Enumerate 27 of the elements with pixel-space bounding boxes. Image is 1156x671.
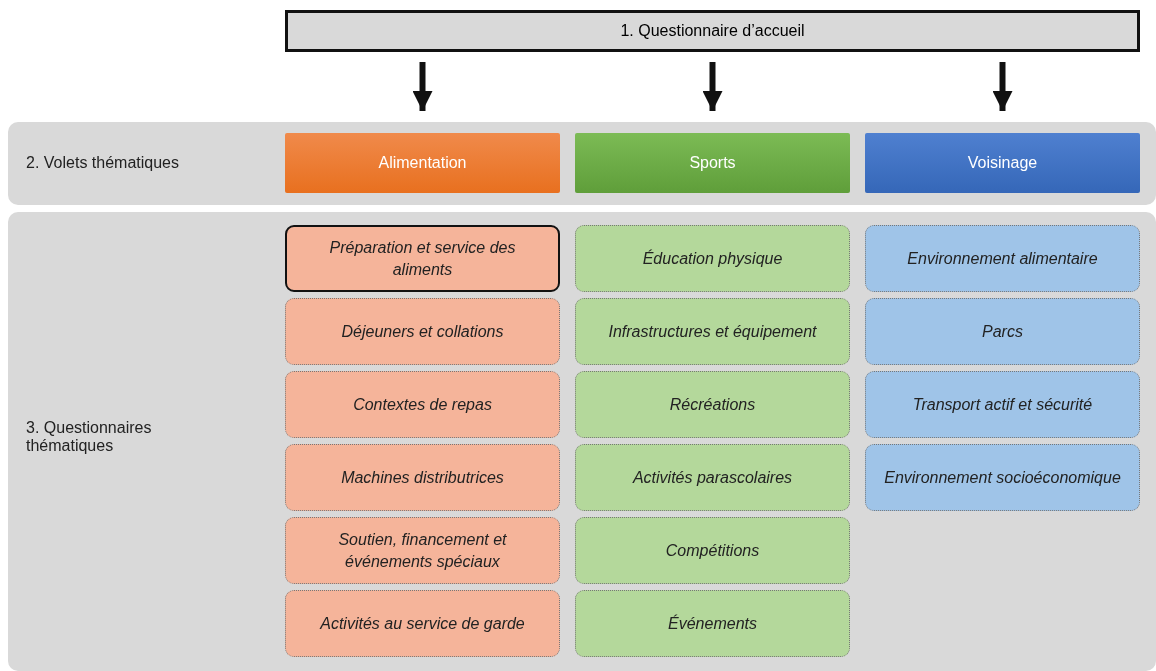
topic-box: Environnement alimentaire [865, 225, 1140, 292]
topic-box: Infrastructures et équipement [575, 298, 850, 365]
arrow [702, 62, 723, 111]
topic-box: Transport actif et sécurité [865, 371, 1140, 438]
section-band [8, 122, 1156, 205]
category-box: Alimentation [285, 133, 560, 193]
topic-box: Parcs [865, 298, 1140, 365]
arrow [412, 62, 433, 111]
topic-box: Activités au service de garde [285, 590, 560, 657]
topic-box: Événements [575, 590, 850, 657]
section-label: 3. Questionnaires thématiques [26, 419, 153, 455]
topic-box: Soutien, financement et événements spéciaux [285, 517, 560, 584]
topic-box: Contextes de repas [285, 371, 560, 438]
section-label: 2. Volets thématiques [26, 154, 180, 172]
topic-box: Compétitions [575, 517, 850, 584]
topic-box: Environnement socioéconomique [865, 444, 1140, 511]
topic-box: Déjeuners et collations [285, 298, 560, 365]
topic-box: Activités parascolaires [575, 444, 850, 511]
category-box: Sports [575, 133, 850, 193]
topic-box: Éducation physique [575, 225, 850, 292]
topic-box: Machines distributrices [285, 444, 560, 511]
arrow [992, 62, 1013, 111]
section-band [8, 212, 1156, 671]
category-box: Voisinage [865, 133, 1140, 193]
process-box: 1. Questionnaire d’accueil [285, 10, 1140, 52]
topic-box: Préparation et service des aliments [285, 225, 560, 292]
topic-box: Récréations [575, 371, 850, 438]
